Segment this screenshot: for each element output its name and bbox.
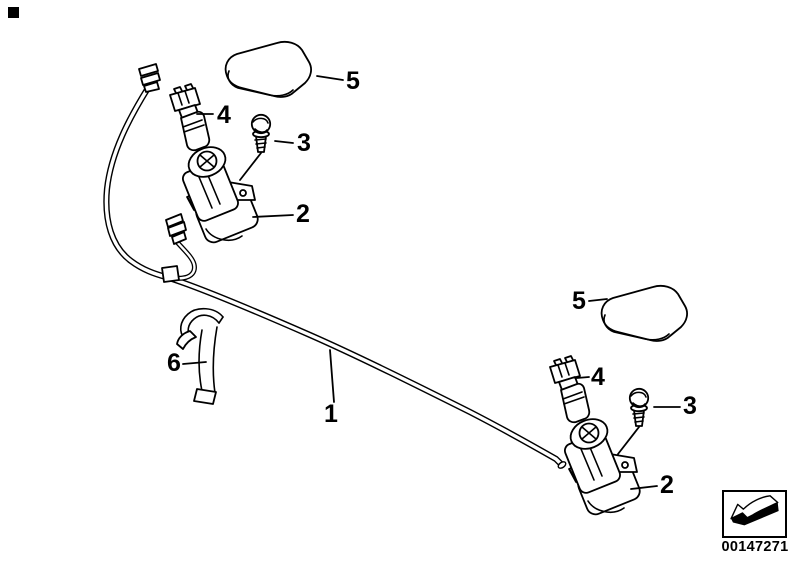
- callout-nozzle-left[interactable]: 4: [217, 101, 231, 129]
- hose-top-fitting: [138, 63, 161, 93]
- leader-pump-right: [630, 485, 658, 490]
- bracket-foot: [193, 388, 217, 405]
- callout-cover-right[interactable]: 5: [572, 287, 586, 315]
- callout-cover-top[interactable]: 5: [346, 67, 360, 95]
- cover-top-art: [224, 40, 312, 98]
- leader-cover-top: [316, 75, 344, 81]
- hose-art: [103, 63, 567, 469]
- hose-end-cap: [557, 461, 567, 469]
- screw-left-art: [239, 113, 272, 181]
- hose-branch-fitting: [165, 213, 187, 245]
- cover-right-art: [600, 284, 688, 342]
- pump-left-art: [179, 141, 262, 246]
- bracket-strap: [198, 326, 218, 394]
- leader-screw-left: [274, 140, 294, 144]
- nozzle-right-art: [549, 355, 591, 424]
- callout-screw-right[interactable]: 3: [683, 392, 697, 420]
- leader-hose: [329, 349, 335, 403]
- callout-pump-right[interactable]: 2: [660, 471, 674, 499]
- screw-right-art: [617, 387, 650, 455]
- leader-nozzle-right: [576, 376, 590, 379]
- leader-pump-left: [252, 214, 294, 218]
- leader-cover-right: [588, 298, 608, 302]
- bracket-lip: [176, 330, 197, 350]
- diagram-reference-box[interactable]: [722, 490, 787, 538]
- diagram-number: 00147271: [721, 539, 789, 555]
- leader-bracket: [182, 361, 207, 365]
- corner-marker: [8, 7, 19, 18]
- callout-bracket[interactable]: 6: [167, 349, 181, 377]
- callout-nozzle-right[interactable]: 4: [591, 363, 605, 391]
- pump-right-art: [561, 413, 644, 518]
- callout-lines: [182, 75, 681, 490]
- callout-hose[interactable]: 1: [324, 400, 338, 428]
- bracket-art: [176, 307, 224, 405]
- nozzle-left-art: [169, 83, 211, 152]
- hose-fill: [104, 86, 563, 466]
- callout-labels: 1 2 2 3 3 4 4 5 5 6: [167, 67, 697, 499]
- callout-pump-left[interactable]: 2: [296, 200, 310, 228]
- direction-arrow-icon: [730, 495, 779, 526]
- hose-junction-clip: [161, 265, 180, 283]
- callout-screw-left[interactable]: 3: [297, 129, 311, 157]
